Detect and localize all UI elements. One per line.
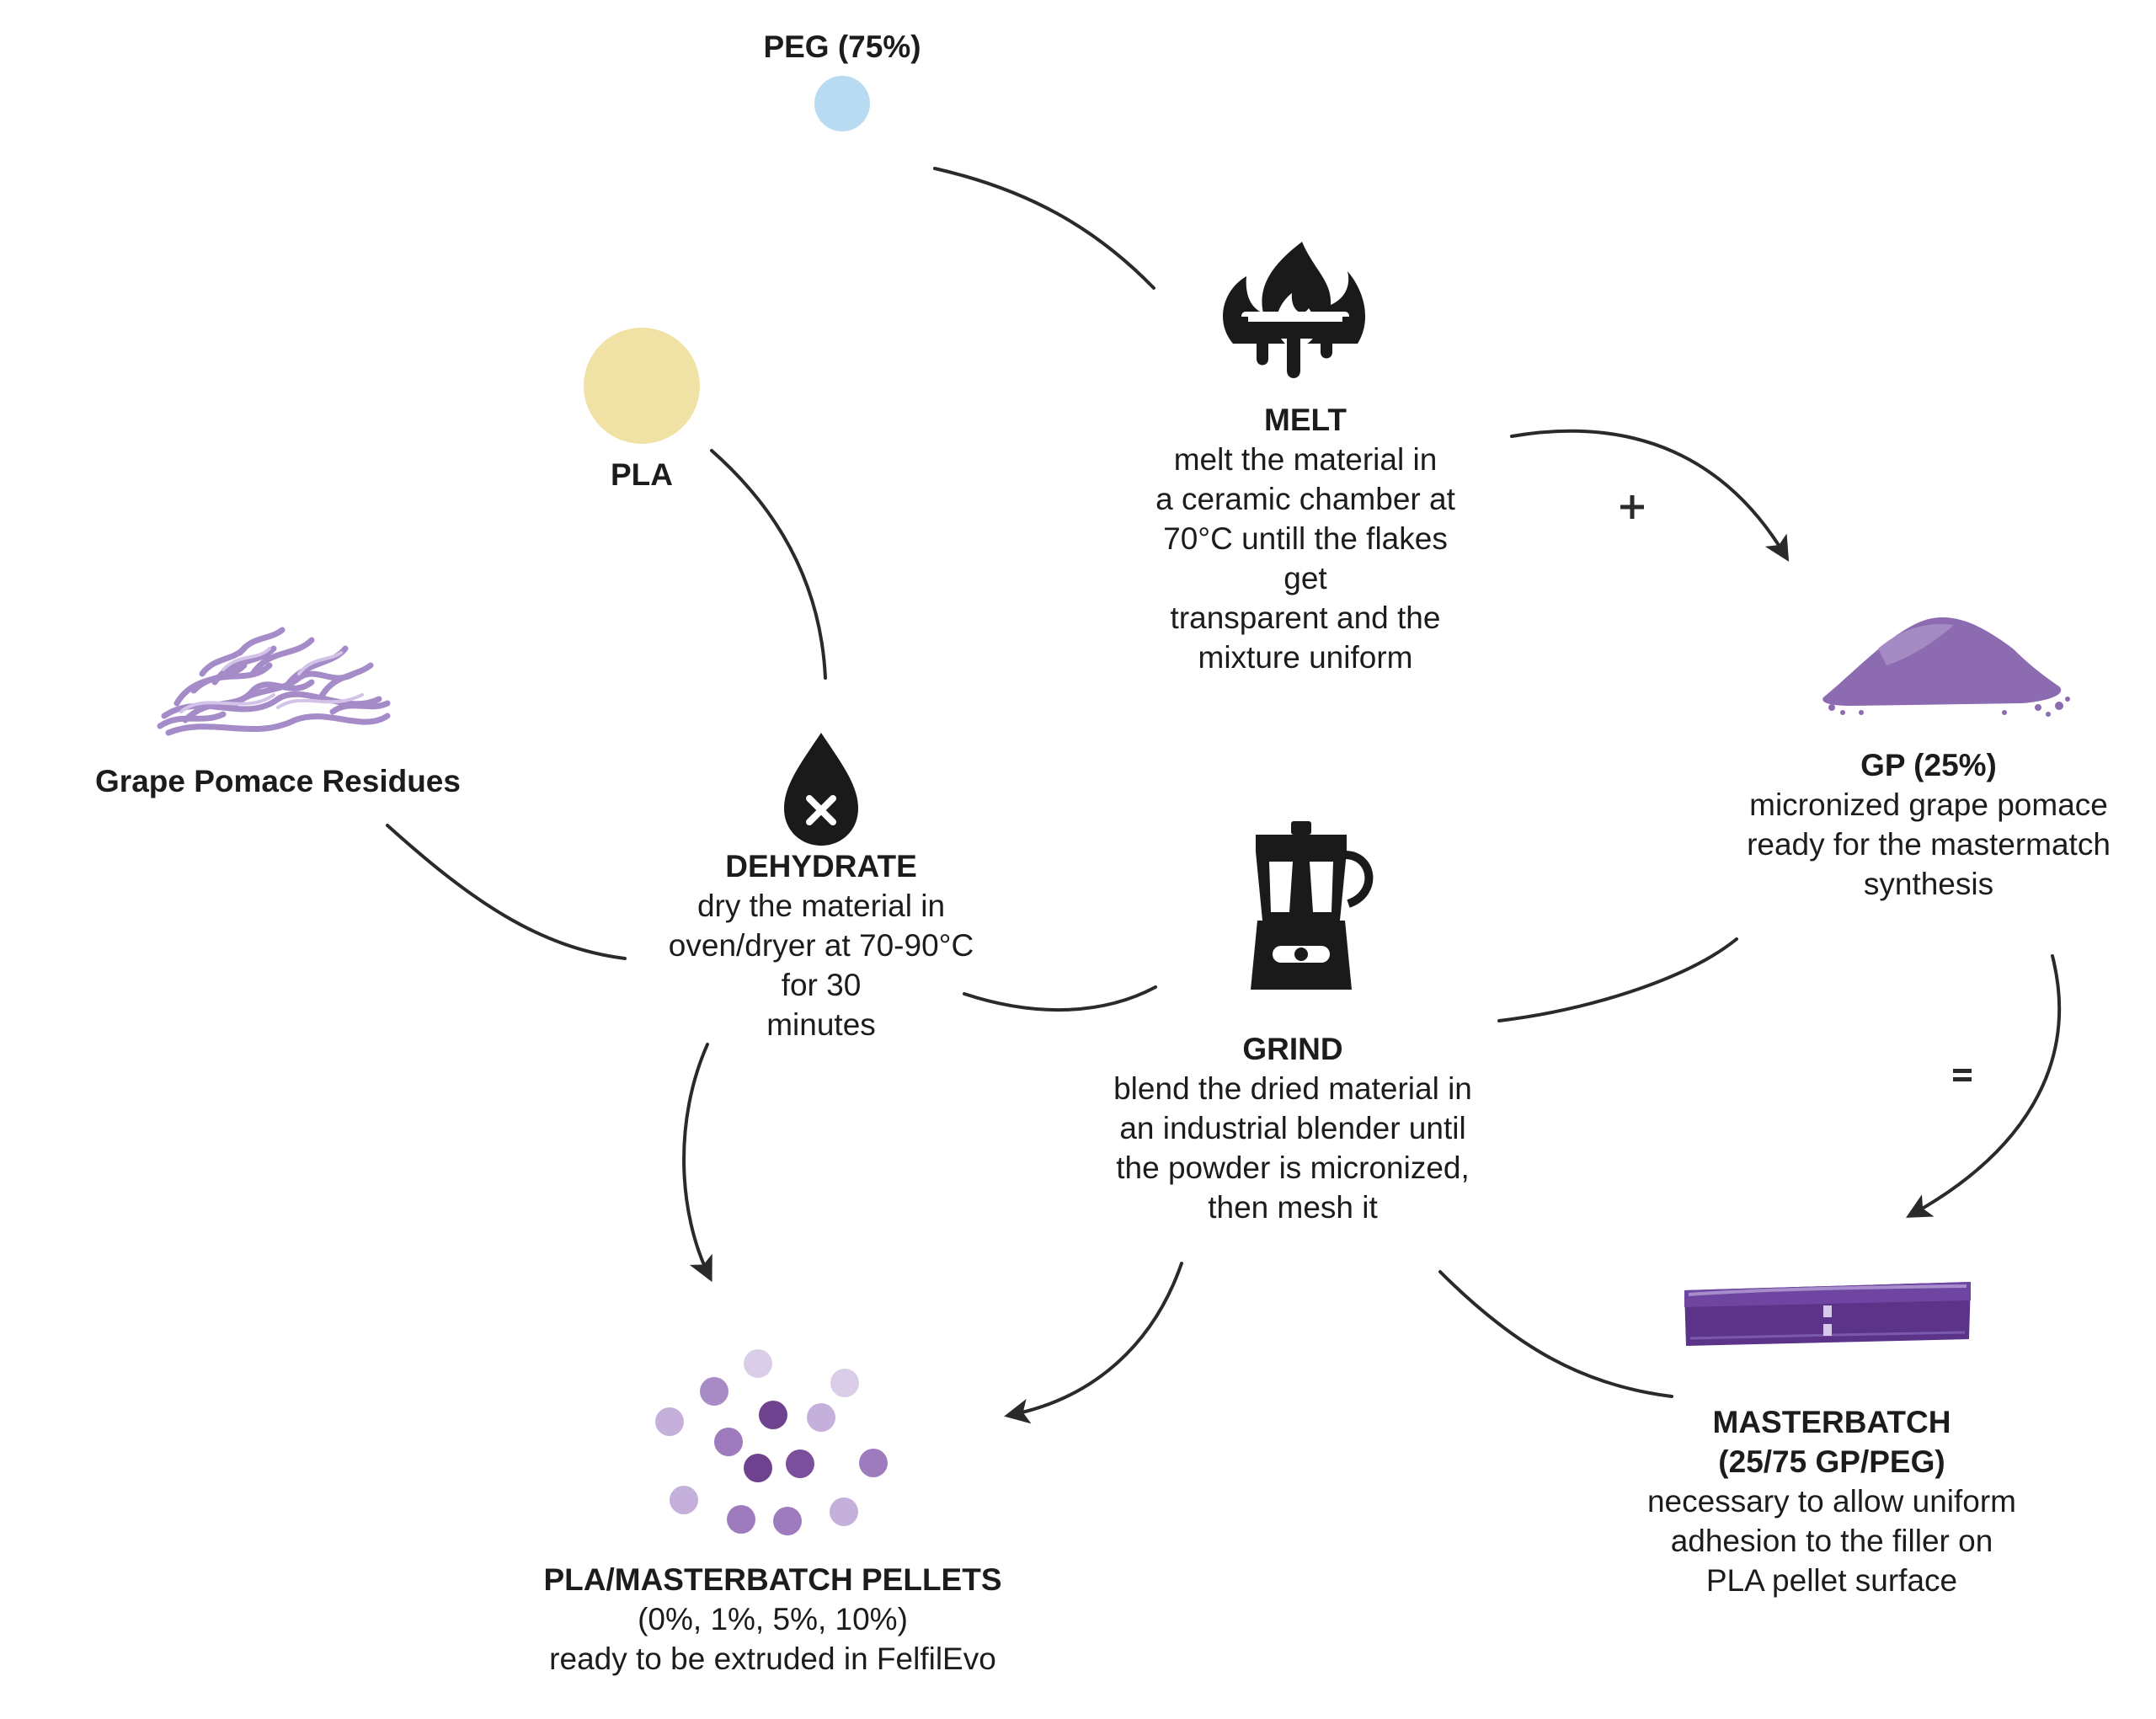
- grind-line-4: then mesh it: [1208, 1190, 1378, 1225]
- pla-title: PLA: [611, 457, 673, 492]
- peg-dot: [814, 76, 870, 131]
- masterbatch-ratio: (25/75 GP/PEG): [1718, 1444, 1945, 1479]
- masterbatch-title: MASTERBATCH: [1712, 1405, 1951, 1439]
- melt-line-5: transparent and the: [1170, 601, 1441, 635]
- melt-line-3: 70°C untill the flakes: [1163, 521, 1448, 556]
- connector-grind-gp: [1497, 937, 1738, 1022]
- dehydrate-title: DEHYDRATE: [725, 849, 917, 884]
- pellets-illustration: [655, 1349, 888, 1535]
- gp-node: GP (25%) micronized grape pomace ready f…: [1718, 745, 2139, 904]
- grind-line-2: an industrial blender until: [1119, 1111, 1466, 1145]
- peg-label: PEG (75%): [674, 27, 1011, 67]
- pellets-node: PLA/MASTERBATCH PELLETS (0%, 1%, 5%, 10%…: [505, 1560, 1040, 1679]
- blender-icon: [1251, 821, 1374, 990]
- peg-title: PEG (75%): [763, 29, 921, 64]
- gp-title: GP (25%): [1860, 748, 1997, 782]
- dehydrate-line-1: dry the material in: [696, 889, 946, 923]
- masterbatch-line-1: necessary to allow uniform: [1646, 1484, 2017, 1519]
- fire-icon: [1223, 242, 1366, 378]
- melt-title: MELT: [1264, 403, 1347, 437]
- dehydrate-step: DEHYDRATE dry the material in oven/dryer…: [611, 846, 1032, 1044]
- grind-line-1: blend the dried material in: [1113, 1071, 1472, 1106]
- masterbatch-block-illustration: [1684, 1282, 1971, 1346]
- gp-line-1: micronized grape pomace: [1749, 787, 2108, 822]
- dehydrate-line-2: oven/dryer at 70-90°C: [668, 928, 974, 963]
- pla-dot: [584, 328, 700, 444]
- connector-dehydrate-grind: [963, 985, 1157, 1012]
- pellets-line-1: (0%, 1%, 5%, 10%): [638, 1602, 908, 1636]
- grind-line-3: the powder is micronized,: [1116, 1150, 1470, 1185]
- grape-residues-label: Grape Pomace Residues: [34, 761, 522, 801]
- arrow-gp-to-masterbatch: [1906, 954, 2061, 1218]
- pellets-line-2: ready to be extruded in FelfilEvo: [549, 1642, 996, 1676]
- dehydrate-line-4: minutes: [766, 1007, 876, 1042]
- melt-line-2: a ceramic chamber at: [1155, 482, 1455, 516]
- grind-step: GRIND blend the dried material in an ind…: [1053, 1029, 1533, 1227]
- pla-label: PLA: [505, 455, 778, 494]
- gp-line-2: ready for the mastermatch: [1747, 827, 2111, 862]
- gp-line-3: synthesis: [1863, 867, 1994, 901]
- melt-line-4: get: [1283, 561, 1327, 595]
- arrow-melt-to-gp: [1510, 429, 1790, 562]
- connector-pla-dehydrate: [710, 449, 827, 680]
- grind-title: GRIND: [1242, 1032, 1343, 1066]
- connector-peg-melt: [933, 167, 1155, 290]
- masterbatch-line-3: PLA pellet surface: [1705, 1563, 1958, 1598]
- dehydrate-line-3: for 30: [781, 968, 862, 1002]
- arrow-dehydrate-to-pellets: [682, 1043, 712, 1283]
- connector-grind-masterbatch: [1438, 1270, 1673, 1398]
- connector-residues-dehydrate: [386, 824, 627, 960]
- equals-operator: [1953, 1069, 1972, 1081]
- masterbatch-node: MASTERBATCH (25/75 GP/PEG) necessary to …: [1613, 1402, 2051, 1600]
- water-drop-icon: [784, 733, 858, 846]
- pellets-title: PLA/MASTERBATCH PELLETS: [543, 1562, 1002, 1597]
- arrow-grind-to-pellets: [1004, 1262, 1183, 1424]
- grape-residue-illustration: [157, 627, 391, 736]
- grape-residues-title: Grape Pomace Residues: [95, 764, 461, 798]
- melt-step: MELT melt the material in a ceramic cham…: [1086, 400, 1524, 677]
- masterbatch-line-2: adhesion to the filler on: [1670, 1524, 1993, 1558]
- plus-operator: [1620, 495, 1644, 519]
- powder-pile-illustration: [1822, 617, 2070, 717]
- grape-residue-highlights: [179, 647, 364, 713]
- melt-line-1: melt the material in: [1173, 442, 1438, 477]
- melt-line-6: mixture uniform: [1198, 640, 1413, 675]
